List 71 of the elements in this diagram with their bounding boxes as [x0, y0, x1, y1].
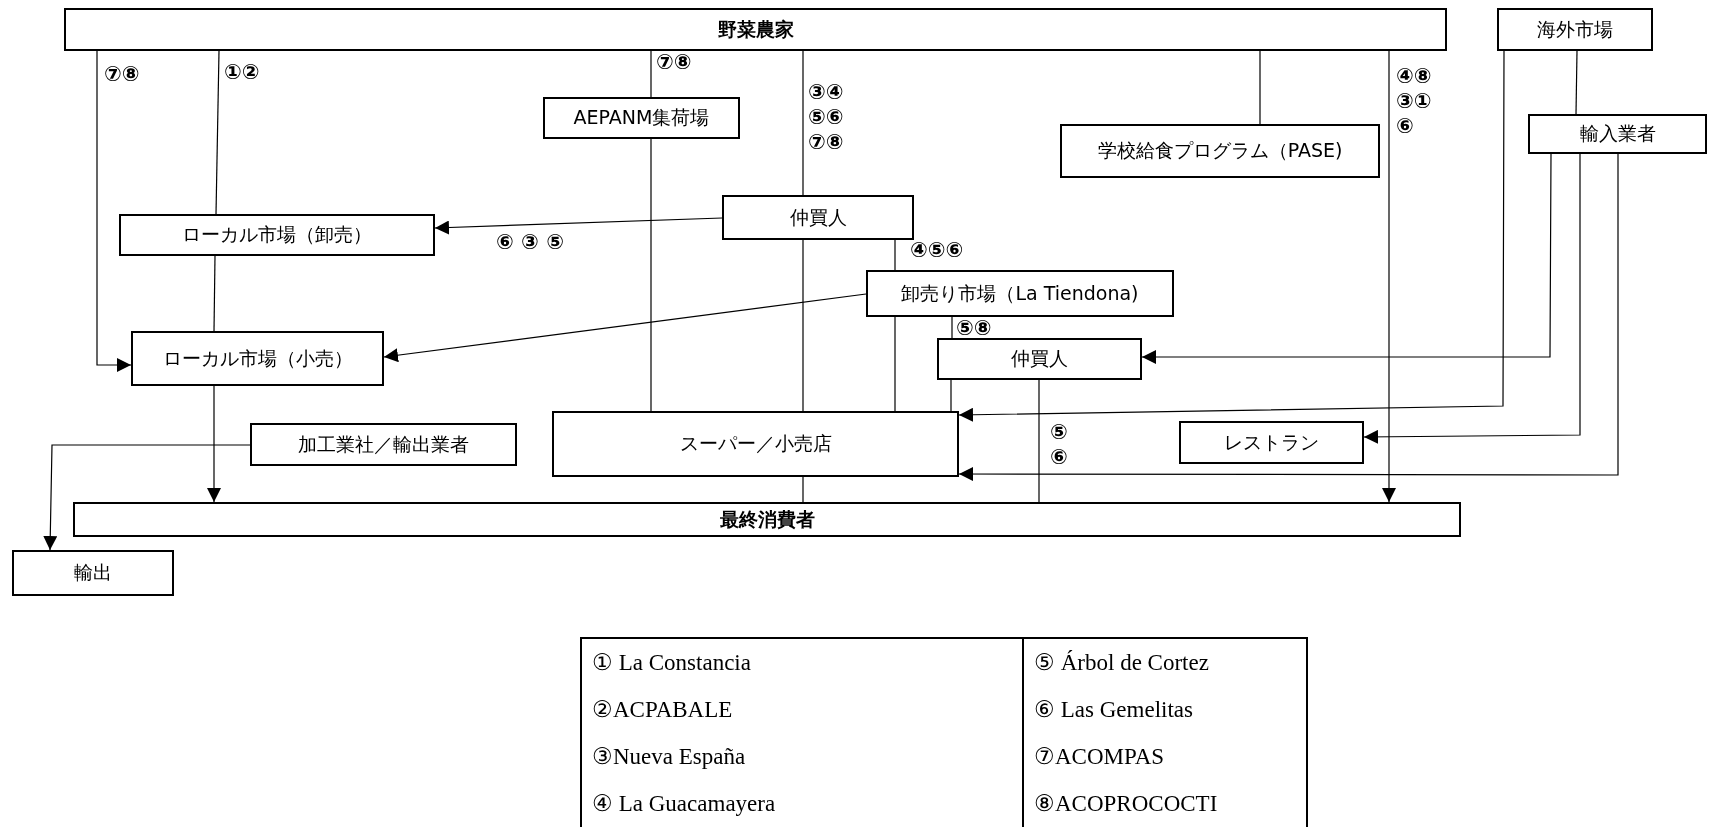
edge-label: ⑦⑧ — [104, 62, 140, 88]
arrow — [96, 50, 132, 372]
edge-label: ③④⑤⑥⑦⑧ — [808, 80, 845, 156]
node-label: ローカル市場（小売） — [162, 345, 353, 371]
table-cell: ③Nueva España — [581, 733, 1023, 780]
node-label: 最終消費者 — [719, 506, 815, 532]
arrow — [958, 50, 1505, 422]
table-cell: ④ La Guacamayera — [581, 780, 1023, 827]
node-label: 加工業社／輸出業者 — [298, 431, 469, 457]
node-label: レストラン — [1224, 429, 1319, 455]
node-label: 卸売り市場（La Tiendona) — [901, 280, 1139, 306]
arrow — [1382, 50, 1396, 503]
arrow — [1363, 153, 1581, 444]
node-label: 学校給食プログラム（PASE) — [1097, 138, 1343, 163]
connector-line — [894, 316, 896, 412]
process-box — [1497, 8, 1653, 51]
process-box — [1060, 124, 1380, 178]
connector-line — [894, 239, 896, 271]
connector-line — [802, 476, 804, 503]
edge-label: ④⑤⑥ — [910, 238, 964, 264]
connector-line — [951, 316, 953, 339]
connector-line — [215, 50, 220, 215]
node-label: 野菜農家 — [717, 16, 794, 42]
table-cell: ⑦ACOMPAS — [1023, 733, 1307, 780]
edge-label: ⑤⑧ — [956, 316, 992, 342]
process-box — [722, 195, 914, 240]
process-box — [1528, 114, 1707, 154]
arrow — [1141, 153, 1552, 364]
connector-line — [650, 138, 652, 412]
process-box — [250, 423, 517, 466]
edge-label: ④⑧③①⑥ — [1396, 64, 1433, 140]
arrow — [383, 293, 867, 363]
arrow — [434, 217, 723, 235]
connector-line — [802, 239, 804, 412]
connector-line — [1038, 379, 1040, 503]
process-box — [64, 8, 1447, 51]
process-box — [12, 550, 174, 596]
node-label: スーパー／小売店 — [679, 431, 832, 456]
connector-line — [213, 255, 216, 332]
connector-line — [802, 50, 804, 196]
node-label: 仲買人 — [789, 204, 847, 230]
process-box — [73, 502, 1461, 537]
process-box — [937, 338, 1142, 380]
node-label: ローカル市場（卸売） — [182, 222, 372, 247]
arrow — [958, 153, 1619, 481]
connector-line — [1259, 50, 1261, 125]
connector-line — [1575, 50, 1578, 115]
node-label: 海外市場 — [1537, 16, 1613, 42]
process-box — [131, 331, 384, 386]
process-box — [866, 270, 1174, 317]
table-cell: ① La Constancia — [581, 638, 1023, 686]
edge-label: ⑥ ③ ⑤ — [496, 230, 564, 256]
table-cell: ②ACPABALE — [581, 686, 1023, 733]
process-box — [1179, 421, 1364, 464]
process-box — [543, 97, 740, 139]
connector-line — [950, 379, 952, 412]
process-box — [552, 411, 959, 477]
node-label: 輸入業者 — [1579, 121, 1656, 146]
edge-label: ①② — [224, 60, 260, 86]
arrow — [207, 385, 221, 503]
table-cell: ⑥ Las Gemelitas — [1023, 686, 1307, 733]
table-cell: ⑤ Árbol de Cortez — [1023, 638, 1307, 686]
node-label: 輸出 — [74, 560, 112, 585]
connector-line — [650, 50, 652, 98]
node-label: 仲買人 — [1011, 346, 1068, 371]
node-label: AEPANM集荷場 — [573, 105, 710, 130]
edge-label: ⑦⑧ — [656, 50, 692, 76]
edge-label: ⑤⑥ — [1050, 420, 1069, 471]
table-cell: ⑧ACOPROCOCTI — [1023, 780, 1307, 827]
process-box — [119, 214, 435, 256]
arrow — [43, 444, 251, 551]
